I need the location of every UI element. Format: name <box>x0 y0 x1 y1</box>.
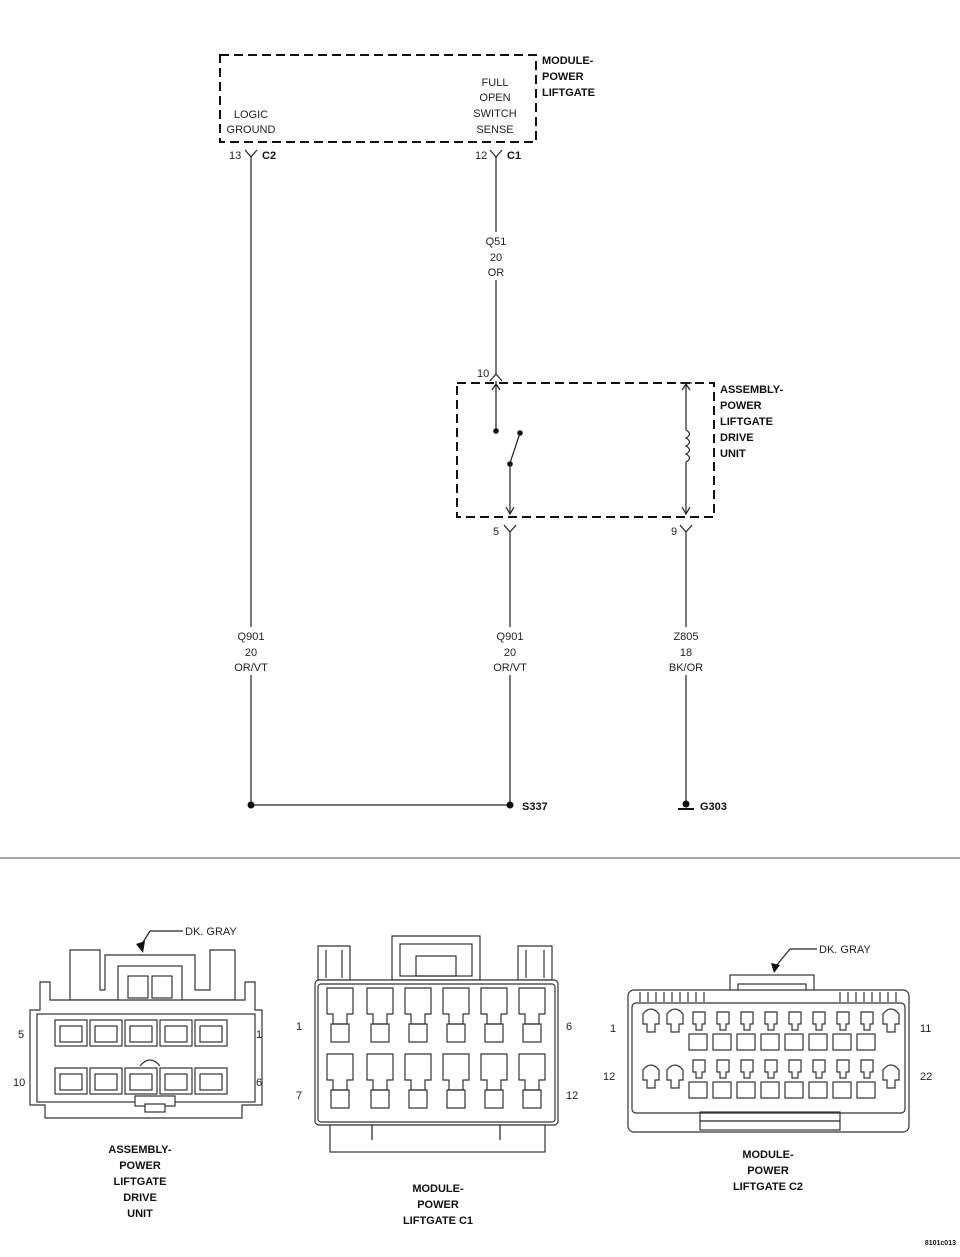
connector-symbol-13 <box>244 149 258 158</box>
c2-caption-1: MODULE- <box>742 1149 794 1161</box>
switch-upper-arrow <box>491 382 501 391</box>
figure-id: 8101c013 <box>925 1240 956 1247</box>
module-title-line-2: POWER <box>542 71 584 83</box>
ground-dot <box>682 800 690 808</box>
c2-color-note: DK. GRAY <box>819 944 871 956</box>
q901-right-label-3: OR/VT <box>493 662 527 674</box>
drive-unit-caption-3: LIFTGATE <box>114 1176 167 1188</box>
drive-unit-color-note: DK. GRAY <box>185 926 237 938</box>
q51-label-3: OR <box>488 267 505 279</box>
ground-g303-label: G303 <box>700 801 727 813</box>
pin-5-label: 5 <box>493 526 499 538</box>
pin-10-label: 10 <box>477 368 489 380</box>
drive-unit-pin-1: 1 <box>256 1029 262 1041</box>
pin-13-label: 13 <box>229 150 241 162</box>
pin-12-label: 12 <box>475 150 487 162</box>
z805-label-3: BK/OR <box>669 662 703 674</box>
q901-right-label-1: Q901 <box>497 631 524 643</box>
connector-c2-label: C2 <box>262 150 276 162</box>
z805-label-2: 18 <box>680 647 692 659</box>
module-title-line-3: LIFTGATE <box>542 87 595 99</box>
splice-dot-left <box>247 801 255 809</box>
q51-label-2: 20 <box>490 252 502 264</box>
c1-pin-1: 1 <box>296 1021 302 1033</box>
drive-unit-caption-2: POWER <box>119 1160 161 1172</box>
drive-unit-top-row <box>54 1019 228 1047</box>
connector-module-c1: 1 6 7 12 MODULE- POWER LIFTGATE C1 <box>296 935 578 1227</box>
q51-label-1: Q51 <box>486 236 507 248</box>
assembly-title-line-4: DRIVE <box>720 432 754 444</box>
c1-caption-3: LIFTGATE C1 <box>403 1215 473 1227</box>
full-open-label-3: SWITCH <box>473 108 516 120</box>
assembly-title-line-2: POWER <box>720 400 762 412</box>
c1-bottom-row <box>326 1053 546 1109</box>
splice-dot-s337 <box>506 801 514 809</box>
full-open-label-4: SENSE <box>476 124 513 136</box>
q901-right-label-2: 20 <box>504 647 516 659</box>
c2-leader-arrow <box>771 963 780 973</box>
connector-symbol-9 <box>679 524 693 533</box>
full-open-label-2: OPEN <box>479 92 510 104</box>
q901-left-label-3: OR/VT <box>234 662 268 674</box>
switch-blade <box>509 432 521 464</box>
c2-leader-2 <box>775 948 791 967</box>
c1-pin-12: 12 <box>566 1090 578 1102</box>
connector-symbol-12 <box>489 149 503 158</box>
drive-unit-pin-6: 6 <box>256 1077 262 1089</box>
switch-contact-top <box>493 428 499 434</box>
drive-unit-bottom-row <box>54 1067 228 1095</box>
c1-top-row <box>326 987 546 1043</box>
c2-pin-22: 22 <box>920 1071 932 1083</box>
c2-caption-2: POWER <box>747 1165 789 1177</box>
c1-caption-2: POWER <box>417 1199 459 1211</box>
c2-pin-11: 11 <box>920 1023 931 1035</box>
drive-unit-pin-10: 10 <box>13 1077 25 1089</box>
switch-lower-arrow <box>505 506 515 516</box>
connector-symbol-10 <box>489 373 503 382</box>
coil-upper-arrow <box>681 382 691 391</box>
drive-unit-caption-1: ASSEMBLY- <box>108 1144 172 1156</box>
module-title-line-1: MODULE- <box>542 55 594 67</box>
drive-unit-leader-arrow <box>136 941 145 953</box>
c2-pin-12: 12 <box>603 1071 615 1083</box>
connector-module-c2: DK. GRAY <box>603 944 932 1193</box>
coil-symbol <box>684 429 691 463</box>
c1-caption-1: MODULE- <box>412 1183 464 1195</box>
logic-ground-label-1: LOGIC <box>234 109 268 121</box>
c1-pin-7: 7 <box>296 1090 302 1102</box>
drive-unit-pin-5: 5 <box>18 1029 24 1041</box>
c1-pin-6: 6 <box>566 1021 572 1033</box>
c2-top-row <box>642 1008 900 1051</box>
coil-lower-arrow <box>681 506 691 516</box>
connector-drive-unit: DK. GRAY 5 1 10 6 <box>13 926 263 1220</box>
module-power-liftgate-box <box>219 54 537 143</box>
assembly-title-line-1: ASSEMBLY- <box>720 384 784 396</box>
drive-unit-caption-5: UNIT <box>127 1208 153 1220</box>
connector-c1-label: C1 <box>507 150 521 162</box>
z805-label-1: Z805 <box>673 631 698 643</box>
splice-s337-label: S337 <box>522 801 548 813</box>
pin-9-label: 9 <box>671 526 677 538</box>
c2-bottom-row <box>642 1059 900 1099</box>
full-open-label-1: FULL <box>482 77 509 89</box>
assembly-title-line-5: UNIT <box>720 448 746 460</box>
c2-pin-1: 1 <box>610 1023 616 1035</box>
logic-ground-label-2: GROUND <box>227 124 276 136</box>
q901-left-label-1: Q901 <box>238 631 265 643</box>
drive-unit-caption-4: DRIVE <box>123 1192 157 1204</box>
assembly-title-line-3: LIFTGATE <box>720 416 773 428</box>
assembly-power-liftgate-box <box>456 382 715 518</box>
q901-left-label-2: 20 <box>245 647 257 659</box>
connector-symbol-5 <box>503 524 517 533</box>
c2-caption-3: LIFTGATE C2 <box>733 1181 803 1193</box>
